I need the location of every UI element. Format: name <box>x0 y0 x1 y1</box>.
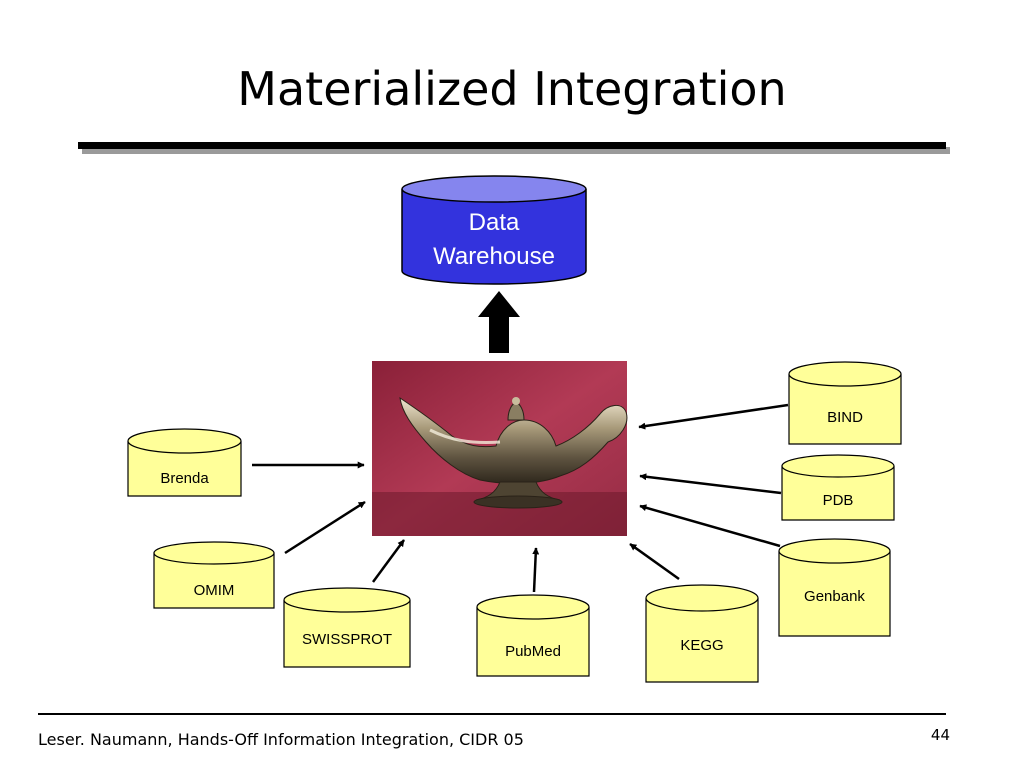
source-label-swissprot: SWISSPROT <box>302 631 392 648</box>
footer-citation: Leser. Naumann, Hands-Off Information In… <box>38 730 524 749</box>
source-label-bind: BIND <box>827 409 863 426</box>
title-rule <box>78 142 946 149</box>
warehouse-label-line2: Warehouse <box>433 243 555 270</box>
footer-rule <box>38 713 946 715</box>
magic-lamp-photo <box>372 361 628 536</box>
source-db-swissprot: SWISSPROT <box>283 587 411 668</box>
source-db-bind: BIND <box>788 361 902 445</box>
source-label-brenda: Brenda <box>160 470 209 487</box>
source-db-brenda: Brenda <box>127 428 242 497</box>
upload-arrow <box>478 291 520 353</box>
source-label-genbank: Genbank <box>804 588 865 605</box>
source-label-omim: OMIM <box>194 582 235 599</box>
source-db-pdb: PDB <box>781 454 895 521</box>
source-db-omim: OMIM <box>153 541 275 609</box>
source-label-kegg: KEGG <box>680 637 723 654</box>
source-label-pdb: PDB <box>823 492 854 509</box>
warehouse-label-line1: Data <box>469 209 520 236</box>
data-warehouse-cylinder: Data Warehouse <box>401 175 587 285</box>
source-db-pubmed: PubMed <box>476 594 590 677</box>
page-number: 44 <box>930 726 950 744</box>
source-arrows <box>252 403 789 593</box>
title-rule-shadow <box>82 147 950 154</box>
source-db-kegg: KEGG <box>645 584 759 683</box>
source-db-genbank: Genbank <box>778 538 891 637</box>
slide-title: Materialized Integration <box>237 62 787 116</box>
source-label-pubmed: PubMed <box>505 643 561 660</box>
